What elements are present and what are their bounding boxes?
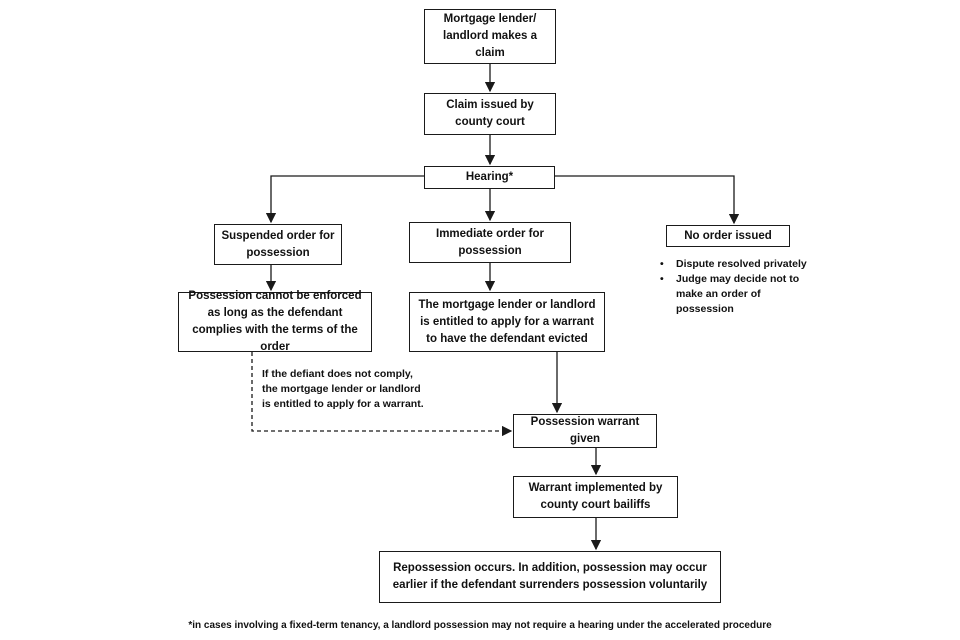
node-issued-label: Claim issued by county court: [446, 99, 534, 128]
node-no-order: No order issued: [666, 225, 790, 247]
node-implemented: Warrant implemented by county court bail…: [513, 476, 678, 518]
node-hearing-label: Hearing*: [465, 171, 514, 183]
node-repossession: Repossession occurs. In addition, posses…: [379, 551, 721, 603]
node-warrant-given-label: Possession warrant given: [530, 416, 640, 445]
arrow-dashed-noncompliance: [251, 352, 513, 437]
node-claim: Mortgage lender/ landlord makes a claim: [424, 9, 556, 64]
node-no-order-label: No order issued: [684, 229, 772, 242]
node-hearing: Hearing*: [424, 166, 555, 189]
node-immediate: Immediate order for possession: [409, 222, 571, 263]
bullet-item: Judge may decide not to make an order of…: [660, 272, 810, 317]
node-entitled: The mortgage lender or landlord is entit…: [409, 292, 605, 352]
node-suspended-label: Suspended order for possession: [221, 229, 335, 259]
node-immediate-label: Immediate order for possession: [436, 227, 544, 257]
node-cannot-enforce: Possession cannot be enforced as long as…: [178, 290, 372, 353]
footnote: *in cases involving a fixed-term tenancy…: [188, 620, 772, 631]
arrow-hearing-to-no-order: [555, 175, 740, 225]
node-cannot-enforce-label: Possession cannot be enforced as long as…: [188, 290, 362, 353]
no-order-bullet-list: Dispute resolved privately Judge may dec…: [660, 257, 810, 317]
node-suspended: Suspended order for possession: [214, 224, 342, 265]
node-warrant-given: Possession warrant given: [513, 414, 657, 448]
bullet-item: Dispute resolved privately: [660, 257, 810, 272]
dashed-arrow-note: If the defiant does not comply, the mort…: [262, 368, 424, 410]
node-claim-label: Mortgage lender/ landlord makes a claim: [443, 13, 537, 59]
node-repossession-label: Repossession occurs. In addition, posses…: [392, 562, 708, 591]
node-implemented-label: Warrant implemented by county court bail…: [528, 482, 663, 511]
node-entitled-label: The mortgage lender or landlord is entit…: [418, 298, 596, 345]
node-issued: Claim issued by county court: [424, 93, 556, 135]
arrow-hearing-to-suspended: [265, 175, 424, 224]
